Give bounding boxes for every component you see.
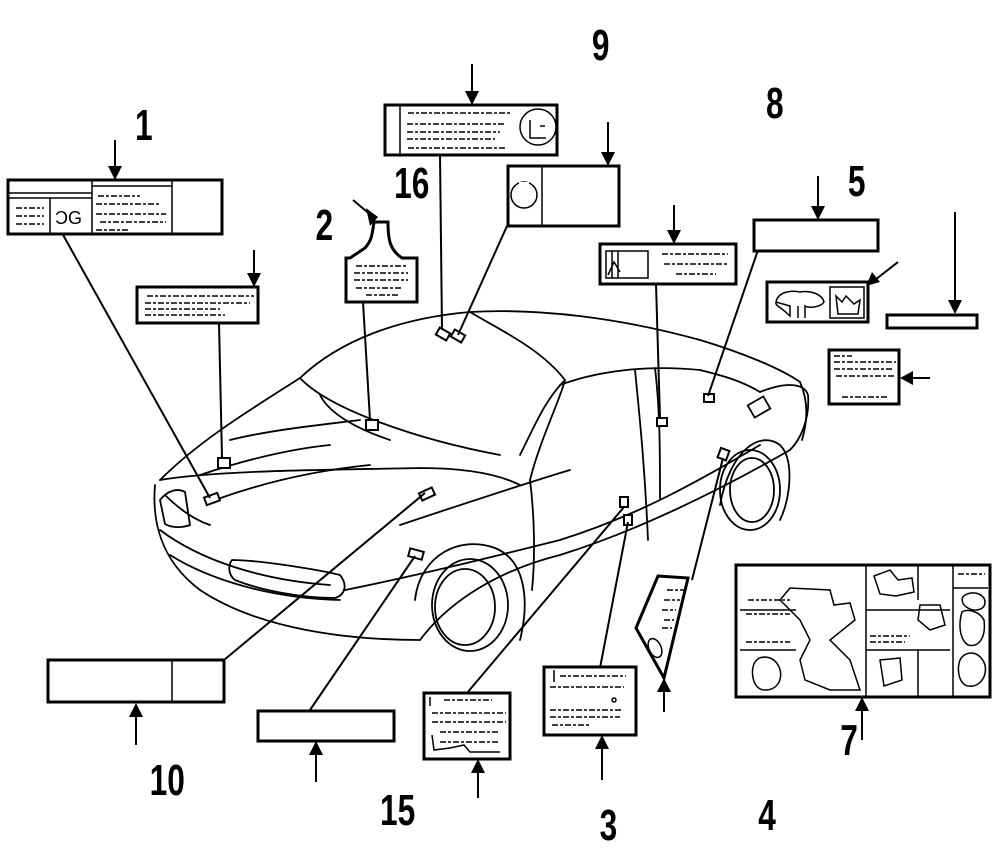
- label-9[interactable]: [383, 103, 559, 157]
- label-11[interactable]: [827, 348, 901, 406]
- callout-number-9: 9: [592, 21, 610, 70]
- callout-number-10: 10: [150, 756, 185, 805]
- label-locations: [202, 326, 731, 561]
- location-marker-16: [365, 419, 379, 431]
- arrow-down-icon: [366, 208, 378, 226]
- tire-icon: [829, 286, 865, 319]
- label-7[interactable]: [634, 574, 690, 683]
- symbol-icon: ϽG: [55, 208, 82, 228]
- label-4[interactable]: [542, 665, 638, 737]
- label-16[interactable]: [344, 220, 419, 304]
- arrow-down-icon: [465, 91, 479, 105]
- callout-number-4: 4: [758, 791, 776, 840]
- label-6[interactable]: [752, 218, 880, 253]
- arrow-up-icon: [595, 735, 609, 749]
- label-1[interactable]: ϽG: [6, 178, 224, 236]
- label-3[interactable]: [422, 691, 512, 761]
- location-marker-15: [406, 547, 426, 561]
- callout-number-5: 5: [848, 157, 866, 206]
- arrow-up-icon: [657, 678, 671, 692]
- location-marker-3: [619, 496, 629, 508]
- label-14[interactable]: [734, 563, 992, 699]
- arrow-up-icon: [855, 697, 869, 711]
- label-2[interactable]: [135, 285, 260, 325]
- location-marker-10: [417, 486, 437, 502]
- arrow-left-icon: [900, 371, 913, 385]
- label-15[interactable]: [256, 709, 396, 743]
- callout-numbers: 1 2 3 4 5 6 7 8 9 10 11 12 13 14 15 16: [135, 21, 866, 850]
- fuel-icon: [647, 637, 663, 659]
- leader-lines: [61, 154, 759, 711]
- callout-number-7: 7: [840, 716, 858, 765]
- callout-number-3: 3: [600, 801, 618, 850]
- arrow-down-icon: [948, 300, 962, 314]
- arrow-up-icon: [309, 741, 323, 755]
- arrow-down-icon: [667, 230, 681, 244]
- callout-number-8: 8: [766, 79, 784, 128]
- location-marker-5: [656, 417, 668, 427]
- arrow-down-icon: [811, 206, 825, 220]
- callout-arrows: [108, 64, 962, 798]
- callout-number-15: 15: [380, 786, 415, 835]
- arrow-down-icon: [601, 152, 615, 166]
- jack-icon: [775, 290, 825, 318]
- symbol-icon: [519, 108, 557, 146]
- car-illustration: [153, 310, 810, 652]
- label-13[interactable]: [885, 313, 979, 330]
- location-marker-8: [449, 328, 467, 344]
- arrow-up-icon: [129, 703, 143, 717]
- callout-number-2: 2: [315, 201, 333, 250]
- arrow-down-icon: [247, 273, 261, 287]
- label-10[interactable]: [46, 658, 226, 704]
- arrow-down-icon: [866, 272, 880, 286]
- callout-number-1: 1: [135, 101, 153, 150]
- label-8[interactable]: [506, 164, 621, 228]
- arrow-up-icon: [471, 759, 485, 773]
- location-marker-9: [434, 326, 452, 342]
- arrow-down-icon: [108, 166, 122, 180]
- location-marker-2: [217, 457, 231, 469]
- callout-number-16: 16: [394, 159, 429, 208]
- label-5[interactable]: [598, 242, 738, 286]
- label-12[interactable]: [765, 280, 870, 324]
- location-marker-1: [202, 491, 222, 507]
